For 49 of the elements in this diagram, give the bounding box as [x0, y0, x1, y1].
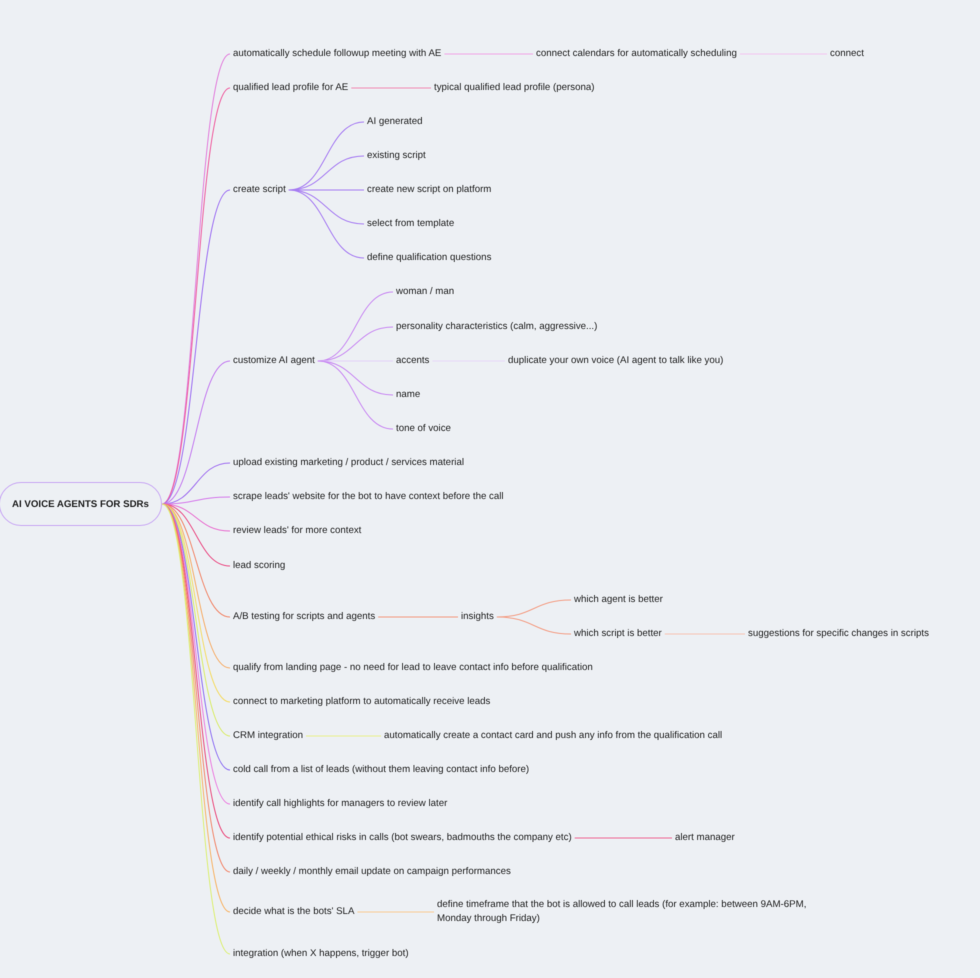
- branch-connector: [162, 504, 230, 566]
- topic-text: integration (when X happens, trigger bot): [230, 947, 412, 961]
- topic-text: which agent is better: [571, 593, 666, 607]
- branch-connector: [496, 616, 572, 634]
- topic-text: decide what is the bots' SLA: [230, 905, 358, 919]
- topic-text: accents: [393, 354, 432, 368]
- topic-text: insights: [458, 610, 497, 624]
- topic-text: name: [393, 388, 424, 402]
- topic-text: customize AI agent: [230, 354, 318, 368]
- topic-text: lead scoring: [230, 559, 288, 573]
- topic-text: connect to marketing platform to automatically receive leads: [230, 695, 494, 709]
- topic-text: AI generated: [364, 115, 426, 129]
- topic-text: automatically create a contact card and push any info from the qualification call: [381, 729, 726, 743]
- topic-text: automatically schedule followup meeting with AE: [230, 47, 444, 61]
- topic-text: duplicate your own voice (AI agent to talk like you): [505, 354, 726, 368]
- topic-text: typical qualified lead profile (persona): [431, 81, 598, 95]
- topic-text: connect calendars for automatically scheduling: [533, 47, 740, 61]
- topic-text: A/B testing for scripts and agents: [230, 610, 378, 624]
- topic-text: personality characteristics (calm, aggressive...): [393, 320, 600, 334]
- topic-text: identify call highlights for managers to review later: [230, 797, 450, 811]
- topic-text: which script is better: [571, 627, 665, 641]
- topic-text: define qualification questions: [364, 251, 494, 265]
- topic-text: select from template: [364, 217, 458, 231]
- branch-connector: [288, 190, 364, 258]
- branch-connector: [378, 616, 458, 618]
- topic-text: tone of voice: [393, 422, 454, 436]
- topic-text: daily / weekly / monthly email update on campaign performances: [230, 865, 514, 879]
- topic-text: create script: [230, 183, 289, 197]
- branch-connector: [317, 360, 394, 430]
- central-topic-pill: AI VOICE AGENTS FOR SDRs: [0, 482, 162, 526]
- topic-text: define timeframe that the bot is allowed to call leads (for example: between 9AM-6PM, Monday through Friday): [434, 898, 830, 926]
- topic-text: existing script: [364, 149, 429, 163]
- branch-connector: [162, 360, 230, 504]
- topic-text: qualified lead profile for AE: [230, 81, 352, 95]
- branch-connector: [162, 190, 230, 504]
- topic-text: scrape leads' website for the bot to have context before the call: [230, 490, 507, 504]
- topic-text: review leads' for more context: [230, 524, 364, 538]
- topic-text: connect: [827, 47, 867, 61]
- topic-text: create new script on platform: [364, 183, 494, 197]
- topic-text: identify potential ethical risks in calls (bot swears, badmouths the company etc): [230, 831, 575, 845]
- topic-text: qualify from landing page - no need for lead to leave contact info before qualification: [230, 661, 596, 675]
- topic-text: suggestions for specific changes in scripts: [745, 627, 932, 641]
- topic-text: alert manager: [672, 831, 738, 845]
- branch-connector: [162, 504, 230, 618]
- topic-text: upload existing marketing / product / services material: [230, 456, 467, 470]
- topic-text: woman / man: [393, 285, 458, 299]
- branch-connector: [162, 496, 230, 504]
- topic-text: CRM integration: [230, 729, 306, 743]
- topic-text: cold call from a list of leads (without them leaving contact info before): [230, 763, 532, 777]
